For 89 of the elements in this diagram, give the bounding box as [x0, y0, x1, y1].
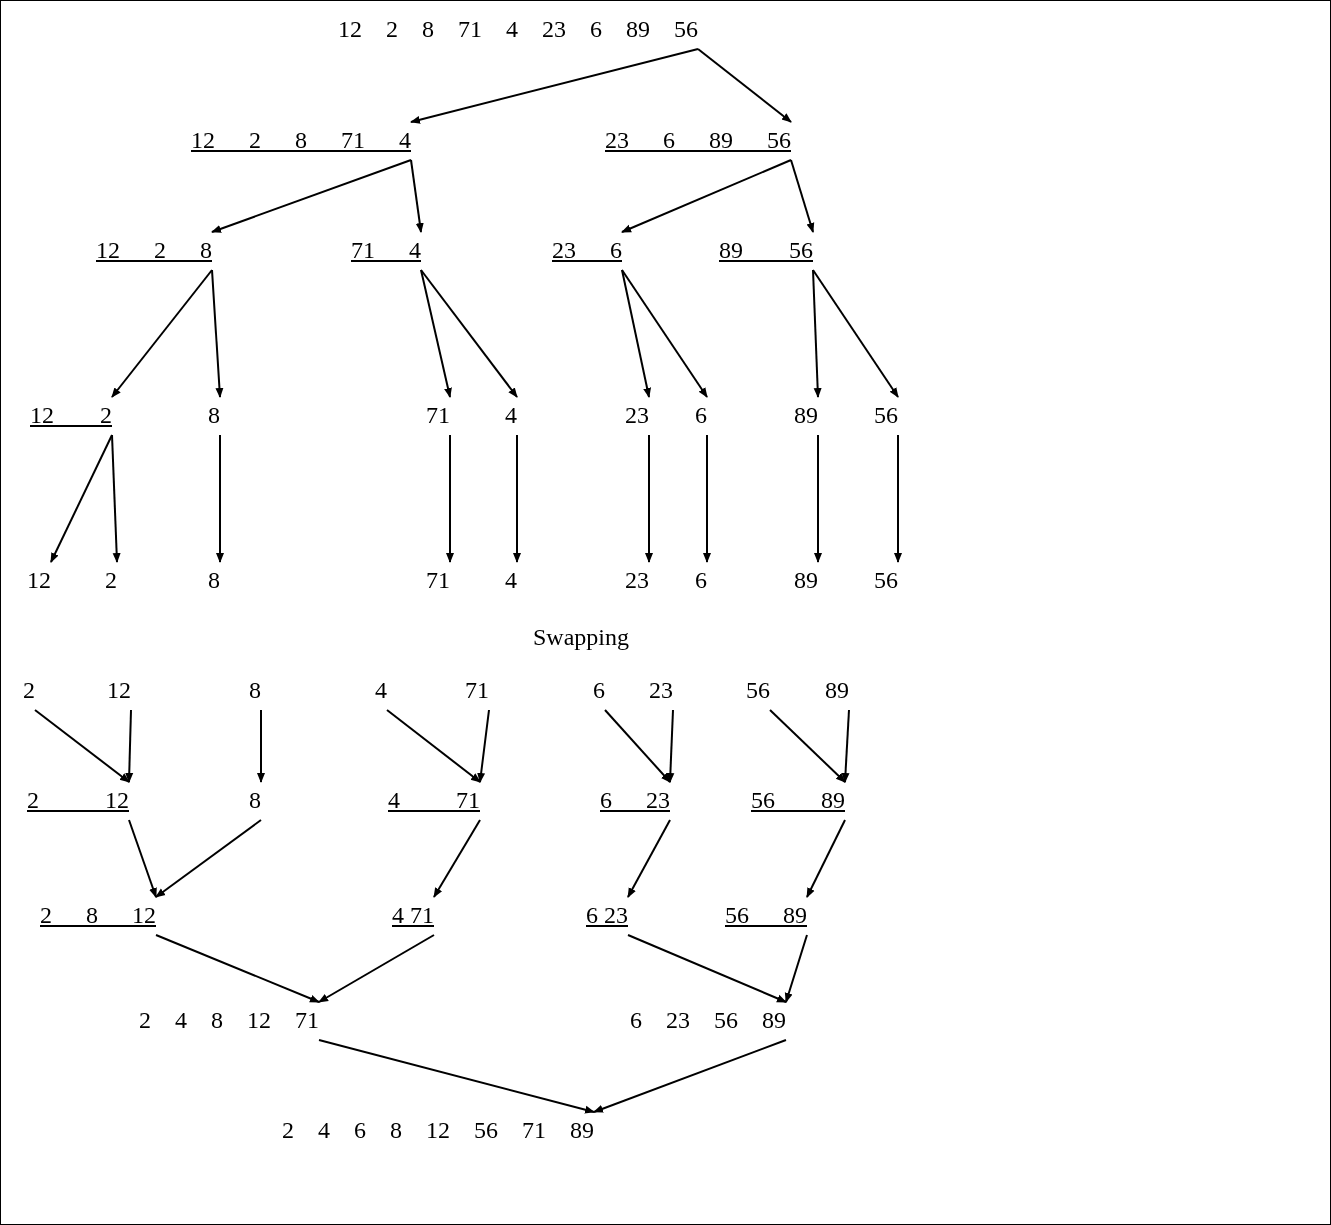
number-list: 2 [105, 566, 117, 594]
number-list: 23 [625, 401, 649, 429]
arrow [50, 434, 113, 563]
number-list: 12 [107, 676, 131, 704]
arrow [593, 1039, 787, 1113]
number-list: 2 [23, 676, 35, 704]
number-list: 8 [249, 786, 261, 814]
arrow [769, 709, 846, 783]
arrow [34, 709, 130, 783]
number-list: 2 8 12 [40, 901, 156, 929]
number-list: 4 71 [388, 786, 480, 814]
arrow [446, 434, 454, 563]
arrow [513, 434, 521, 563]
number-list: 89 [794, 566, 818, 594]
arrow [841, 709, 850, 783]
number-list: 4 71 [392, 901, 434, 929]
number-list: 89 [825, 676, 849, 704]
number-list: 12 2 8 71 4 [191, 126, 411, 154]
arrow [621, 159, 792, 233]
arrow [812, 269, 899, 398]
number-list: 4 [505, 566, 517, 594]
number-list: 6 23 56 89 [630, 1006, 786, 1034]
number-list: 6 23 [600, 786, 670, 814]
arrow [433, 819, 481, 898]
number-list: 71 [426, 566, 450, 594]
arrow [697, 48, 792, 123]
arrow [814, 434, 822, 563]
arrow [111, 269, 213, 398]
arrow [477, 709, 490, 783]
number-list: 12 2 8 [96, 236, 212, 264]
number-list: 2 4 8 12 71 [139, 1006, 319, 1034]
number-list: 23 [625, 566, 649, 594]
arrow [410, 48, 699, 124]
arrow [257, 709, 265, 783]
number-list: 56 89 [751, 786, 845, 814]
arrow [645, 434, 653, 563]
arrow [703, 434, 711, 563]
number-list: 71 [465, 676, 489, 704]
number-list: 71 [426, 401, 450, 429]
arrow [211, 269, 224, 398]
arrow [812, 269, 822, 398]
number-list: 6 [695, 401, 707, 429]
number-list: 8 [208, 566, 220, 594]
number-list: 4 [375, 676, 387, 704]
number-list: 6 [593, 676, 605, 704]
number-list: 89 56 [719, 236, 813, 264]
arrow [155, 934, 320, 1003]
number-list: 12 2 [30, 401, 112, 429]
number-list: 12 2 8 71 4 23 6 89 56 [338, 15, 698, 43]
number-list: 56 89 [725, 901, 807, 929]
arrow [666, 709, 675, 783]
arrow [627, 934, 787, 1003]
number-list: 23 [649, 676, 673, 704]
number-list: 12 [27, 566, 51, 594]
number-list: 89 [794, 401, 818, 429]
number-list: 56 [746, 676, 770, 704]
arrow [627, 819, 671, 898]
arrow [211, 159, 412, 233]
arrow [806, 819, 846, 898]
number-list: 6 23 [586, 901, 628, 929]
number-list: 2 4 6 8 12 56 71 89 [282, 1116, 594, 1144]
number-list: 4 [505, 401, 517, 429]
number-list: 56 [874, 401, 898, 429]
number-list: 56 [874, 566, 898, 594]
arrow [784, 934, 808, 1003]
arrow [155, 819, 262, 898]
arrow [128, 819, 157, 898]
arrow [420, 269, 452, 398]
arrow [318, 1039, 595, 1114]
arrow [216, 434, 224, 563]
arrow [318, 934, 435, 1003]
arrow [386, 709, 481, 783]
arrow [790, 159, 815, 233]
number-list: 8 [208, 401, 220, 429]
arrow [894, 434, 902, 563]
arrow [621, 269, 652, 398]
arrow [604, 709, 671, 783]
arrow [621, 269, 708, 398]
arrow [111, 434, 121, 563]
number-list: 71 4 [351, 236, 421, 264]
arrow [410, 159, 424, 233]
arrow [420, 269, 518, 398]
number-list: 2 12 [27, 786, 129, 814]
arrow [125, 709, 134, 783]
step-label: Swapping [533, 623, 629, 651]
number-list: 23 6 [552, 236, 622, 264]
number-list: 8 [249, 676, 261, 704]
number-list: 6 [695, 566, 707, 594]
number-list: 23 6 89 56 [605, 126, 791, 154]
